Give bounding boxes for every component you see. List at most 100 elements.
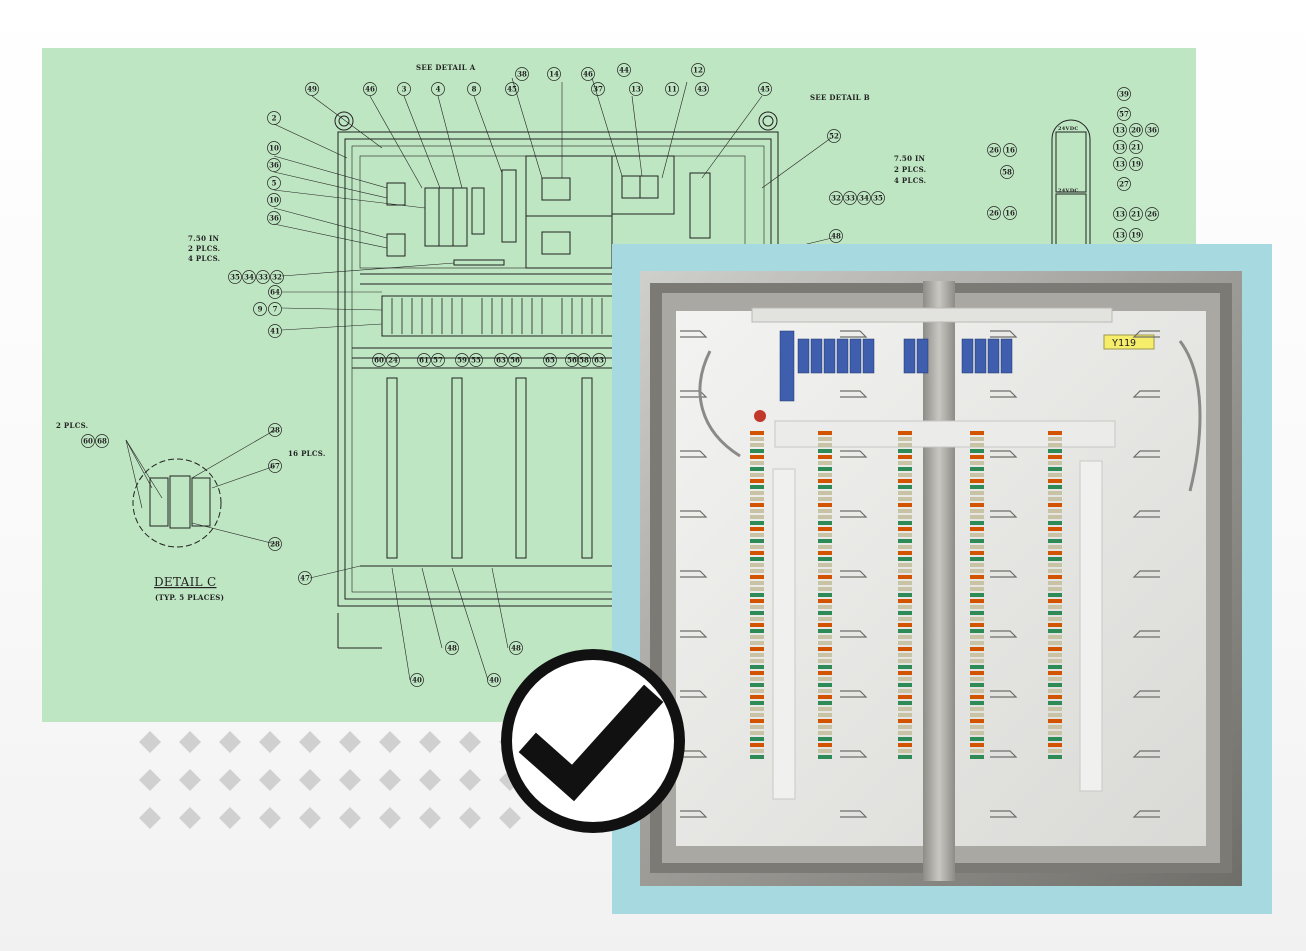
terminal-block — [1048, 599, 1062, 603]
callout-bubble: 61 — [417, 353, 431, 367]
terminal-block — [1048, 647, 1062, 651]
callout-bubble: 46 — [581, 67, 595, 81]
terminal-block — [898, 497, 912, 501]
diamond-dot — [219, 731, 241, 753]
callout-bubble-label: 13 — [1115, 143, 1125, 152]
terminal-block — [750, 581, 764, 585]
terminal-block — [1048, 713, 1062, 717]
terminal-block — [898, 449, 912, 453]
terminal-block — [818, 581, 832, 585]
diamond-dot — [339, 731, 361, 753]
terminal-columns — [750, 431, 1062, 759]
terminal-block — [1048, 641, 1062, 645]
terminal-block — [750, 545, 764, 549]
terminal-block — [818, 725, 832, 729]
panel-clip — [1132, 630, 1160, 638]
terminal-block — [750, 653, 764, 657]
terminal-block — [970, 539, 984, 543]
callout-bubble: 36 — [1145, 123, 1159, 137]
terminal-block — [898, 437, 912, 441]
terminal-block — [970, 449, 984, 453]
callout-bubble-label: 26 — [989, 146, 999, 155]
terminal-block — [818, 449, 832, 453]
callout-bubble-label: 46 — [583, 70, 593, 79]
photo-tag-label: Y119 — [1112, 338, 1136, 349]
callout-bubble-label: 64 — [270, 288, 280, 297]
terminal-block — [1048, 617, 1062, 621]
panel-clip — [840, 630, 868, 638]
callout-bubble-label: 16 — [1005, 209, 1015, 218]
terminal-block — [1048, 509, 1062, 513]
callout-bubble: 60 — [372, 353, 386, 367]
terminal-block — [818, 647, 832, 651]
terminal-block — [898, 671, 912, 675]
terminal-block — [1048, 587, 1062, 591]
terminal-block — [898, 539, 912, 543]
terminal-block — [970, 545, 984, 549]
terminal-block — [818, 743, 832, 747]
terminal-block — [818, 491, 832, 495]
terminal-block — [750, 479, 764, 483]
callout-bubble: 35 — [228, 270, 242, 284]
callout-bubble-label: 45 — [507, 85, 517, 94]
terminal-block — [970, 497, 984, 501]
terminal-block — [818, 695, 832, 699]
terminal-block — [818, 653, 832, 657]
callout-bubble-label: 10 — [269, 144, 279, 153]
terminal-block — [1048, 725, 1062, 729]
terminal-block — [1048, 695, 1062, 699]
terminal-block — [750, 473, 764, 477]
panel-clip — [680, 750, 708, 758]
terminal-block — [898, 521, 912, 525]
terminal-block — [818, 539, 832, 543]
terminal-block — [970, 605, 984, 609]
terminal-block — [970, 569, 984, 573]
callout-bubble-label: 49 — [307, 85, 317, 94]
terminal-block — [818, 755, 832, 759]
terminal-block — [750, 533, 764, 537]
terminal-block — [818, 443, 832, 447]
terminal-block — [818, 485, 832, 489]
terminal-block — [898, 599, 912, 603]
terminal-block — [1048, 533, 1062, 537]
terminal-block — [898, 725, 912, 729]
terminal-block — [750, 665, 764, 669]
callout-bubble: 13 — [1113, 123, 1127, 137]
terminal-block — [750, 569, 764, 573]
terminal-block — [1048, 443, 1062, 447]
callout-bubble: 36 — [267, 211, 281, 225]
diamond-dot — [459, 769, 481, 791]
terminal-block — [970, 629, 984, 633]
terminal-block — [970, 659, 984, 663]
terminal-block — [970, 731, 984, 735]
terminal-block — [750, 491, 764, 495]
terminal-block — [898, 659, 912, 663]
terminal-block — [1048, 449, 1062, 453]
terminal-block — [750, 557, 764, 561]
callout-bubble: 13 — [629, 82, 643, 96]
terminal-block — [818, 749, 832, 753]
panel-clip — [990, 510, 1018, 518]
panel-clip — [840, 690, 868, 698]
terminal-block — [750, 497, 764, 501]
terminal-block — [970, 695, 984, 699]
callout-bubble-label: 26 — [1147, 210, 1157, 219]
terminal-block — [898, 737, 912, 741]
control-panel-photo: Y119 — [640, 271, 1242, 886]
diamond-dot — [379, 807, 401, 829]
terminal-block — [1048, 659, 1062, 663]
callout-bubble-label: 56 — [510, 356, 520, 365]
terminal-block — [1048, 497, 1062, 501]
callout-bubble-label: 60 — [374, 356, 384, 365]
diamond-dot — [379, 731, 401, 753]
checkmark-icon — [518, 684, 664, 802]
terminal-block — [898, 731, 912, 735]
callout-bubble: 65 — [543, 353, 557, 367]
terminal-block — [898, 509, 912, 513]
terminal-block — [898, 749, 912, 753]
terminal-block — [818, 497, 832, 501]
panel-clip — [1132, 750, 1160, 758]
terminal-block — [970, 533, 984, 537]
callout-bubble: 26 — [987, 143, 1001, 157]
callout-bubble-label: 34 — [244, 273, 254, 282]
